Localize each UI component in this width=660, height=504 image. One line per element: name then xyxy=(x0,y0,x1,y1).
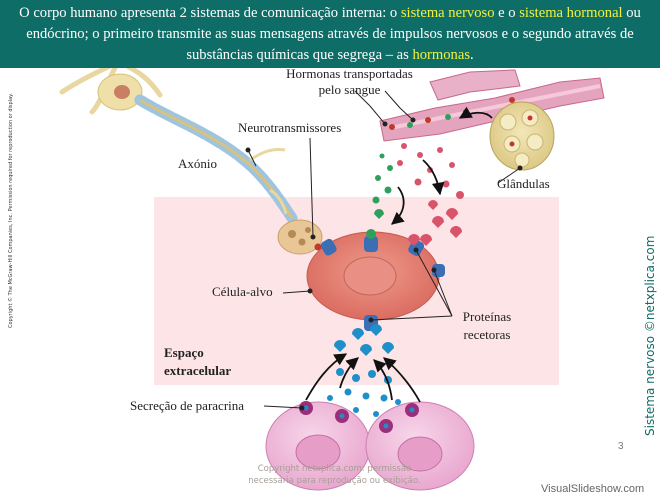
brand-credit: Sistema nervoso ©netxplica.com xyxy=(643,235,657,436)
intro-text: O corpo humano apresenta 2 sistemas de c… xyxy=(0,0,660,68)
highlight-sistema-nervoso: sistema nervoso xyxy=(400,5,495,21)
label-hormonas-transportadas: Hormonas transportadas pelo sangue xyxy=(286,66,413,97)
label-leader-lines xyxy=(245,90,523,411)
label-celula-alvo: Célula-alvo xyxy=(212,284,273,299)
highlight-sistema-hormonal: sistema hormonal xyxy=(519,5,623,21)
neuron xyxy=(57,17,323,255)
watermark-text: Copyright netxplica.com: permissão neces… xyxy=(248,464,421,486)
side-copyright: Copyright © The McGraw-Hill Companies, I… xyxy=(8,93,14,328)
site-credit: VisualSlideshow.com xyxy=(541,483,645,495)
diagram-area: Hormonas transportadas pelo sangue Neuro… xyxy=(0,17,660,500)
label-axonio: Axónio xyxy=(178,156,217,171)
label-proteinas-recetoras: Proteínas recetoras xyxy=(462,309,512,342)
communication-diagram xyxy=(57,17,605,491)
page-number: 3 xyxy=(618,441,624,452)
target-cell xyxy=(306,229,445,331)
label-secrecao-paracrina: Secreção de paracrina xyxy=(130,398,245,413)
flow-arrows xyxy=(305,106,493,403)
neurotransmitter-molecules xyxy=(372,153,393,219)
highlight-hormonas: hormonas xyxy=(412,47,471,63)
hormone-molecules xyxy=(397,143,464,246)
label-neurotransmissores: Neurotransmissores xyxy=(238,120,342,135)
label-glandulas: Glândulas xyxy=(497,176,550,191)
blood-vessel xyxy=(379,69,605,142)
label-espaco-extracelular: Espaço extracelular xyxy=(164,345,232,378)
gland xyxy=(489,101,555,171)
secreting-cells xyxy=(265,401,475,491)
